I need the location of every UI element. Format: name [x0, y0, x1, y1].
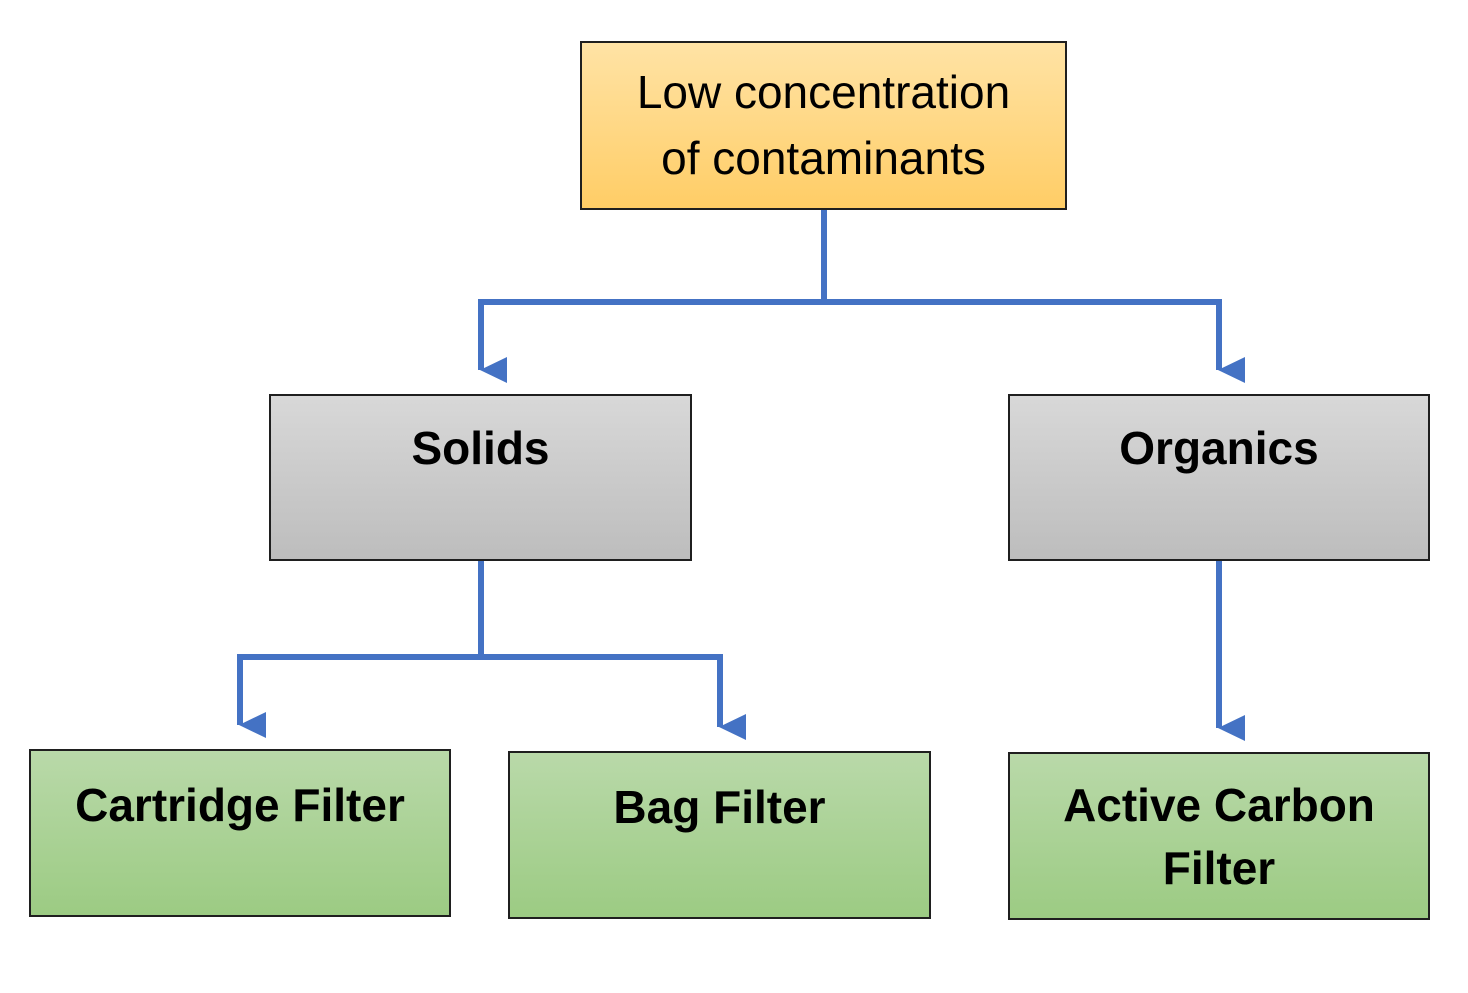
method-node-label-line2: Filter [1162, 842, 1276, 895]
category-node-label: Solids [411, 422, 550, 474]
connector-root-to-solids [478, 299, 824, 383]
category-node-label: Organics [1119, 422, 1319, 474]
method-node-active-carbon-filter: Active Carbon Filter [1008, 752, 1430, 920]
method-node-label: Bag Filter [613, 781, 826, 833]
root-node-label-line2: of contaminants [661, 131, 986, 184]
category-node-organics: Organics [1008, 394, 1430, 561]
root-node-low-concentration: Low concentration of contaminants [580, 41, 1067, 210]
connector-root-to-organics [824, 299, 1245, 383]
method-node-bag-filter: Bag Filter [508, 751, 931, 919]
root-node-label-line1: Low concentration [636, 66, 1011, 119]
connector-solids-to-cartridge [237, 654, 481, 738]
category-node-solids: Solids [269, 394, 692, 561]
method-node-cartridge-filter: Cartridge Filter [29, 749, 451, 917]
method-node-label-line1: Active Carbon [1063, 779, 1375, 831]
method-node-label: Cartridge Filter [75, 779, 405, 831]
connector-solids-to-bag [481, 654, 746, 740]
